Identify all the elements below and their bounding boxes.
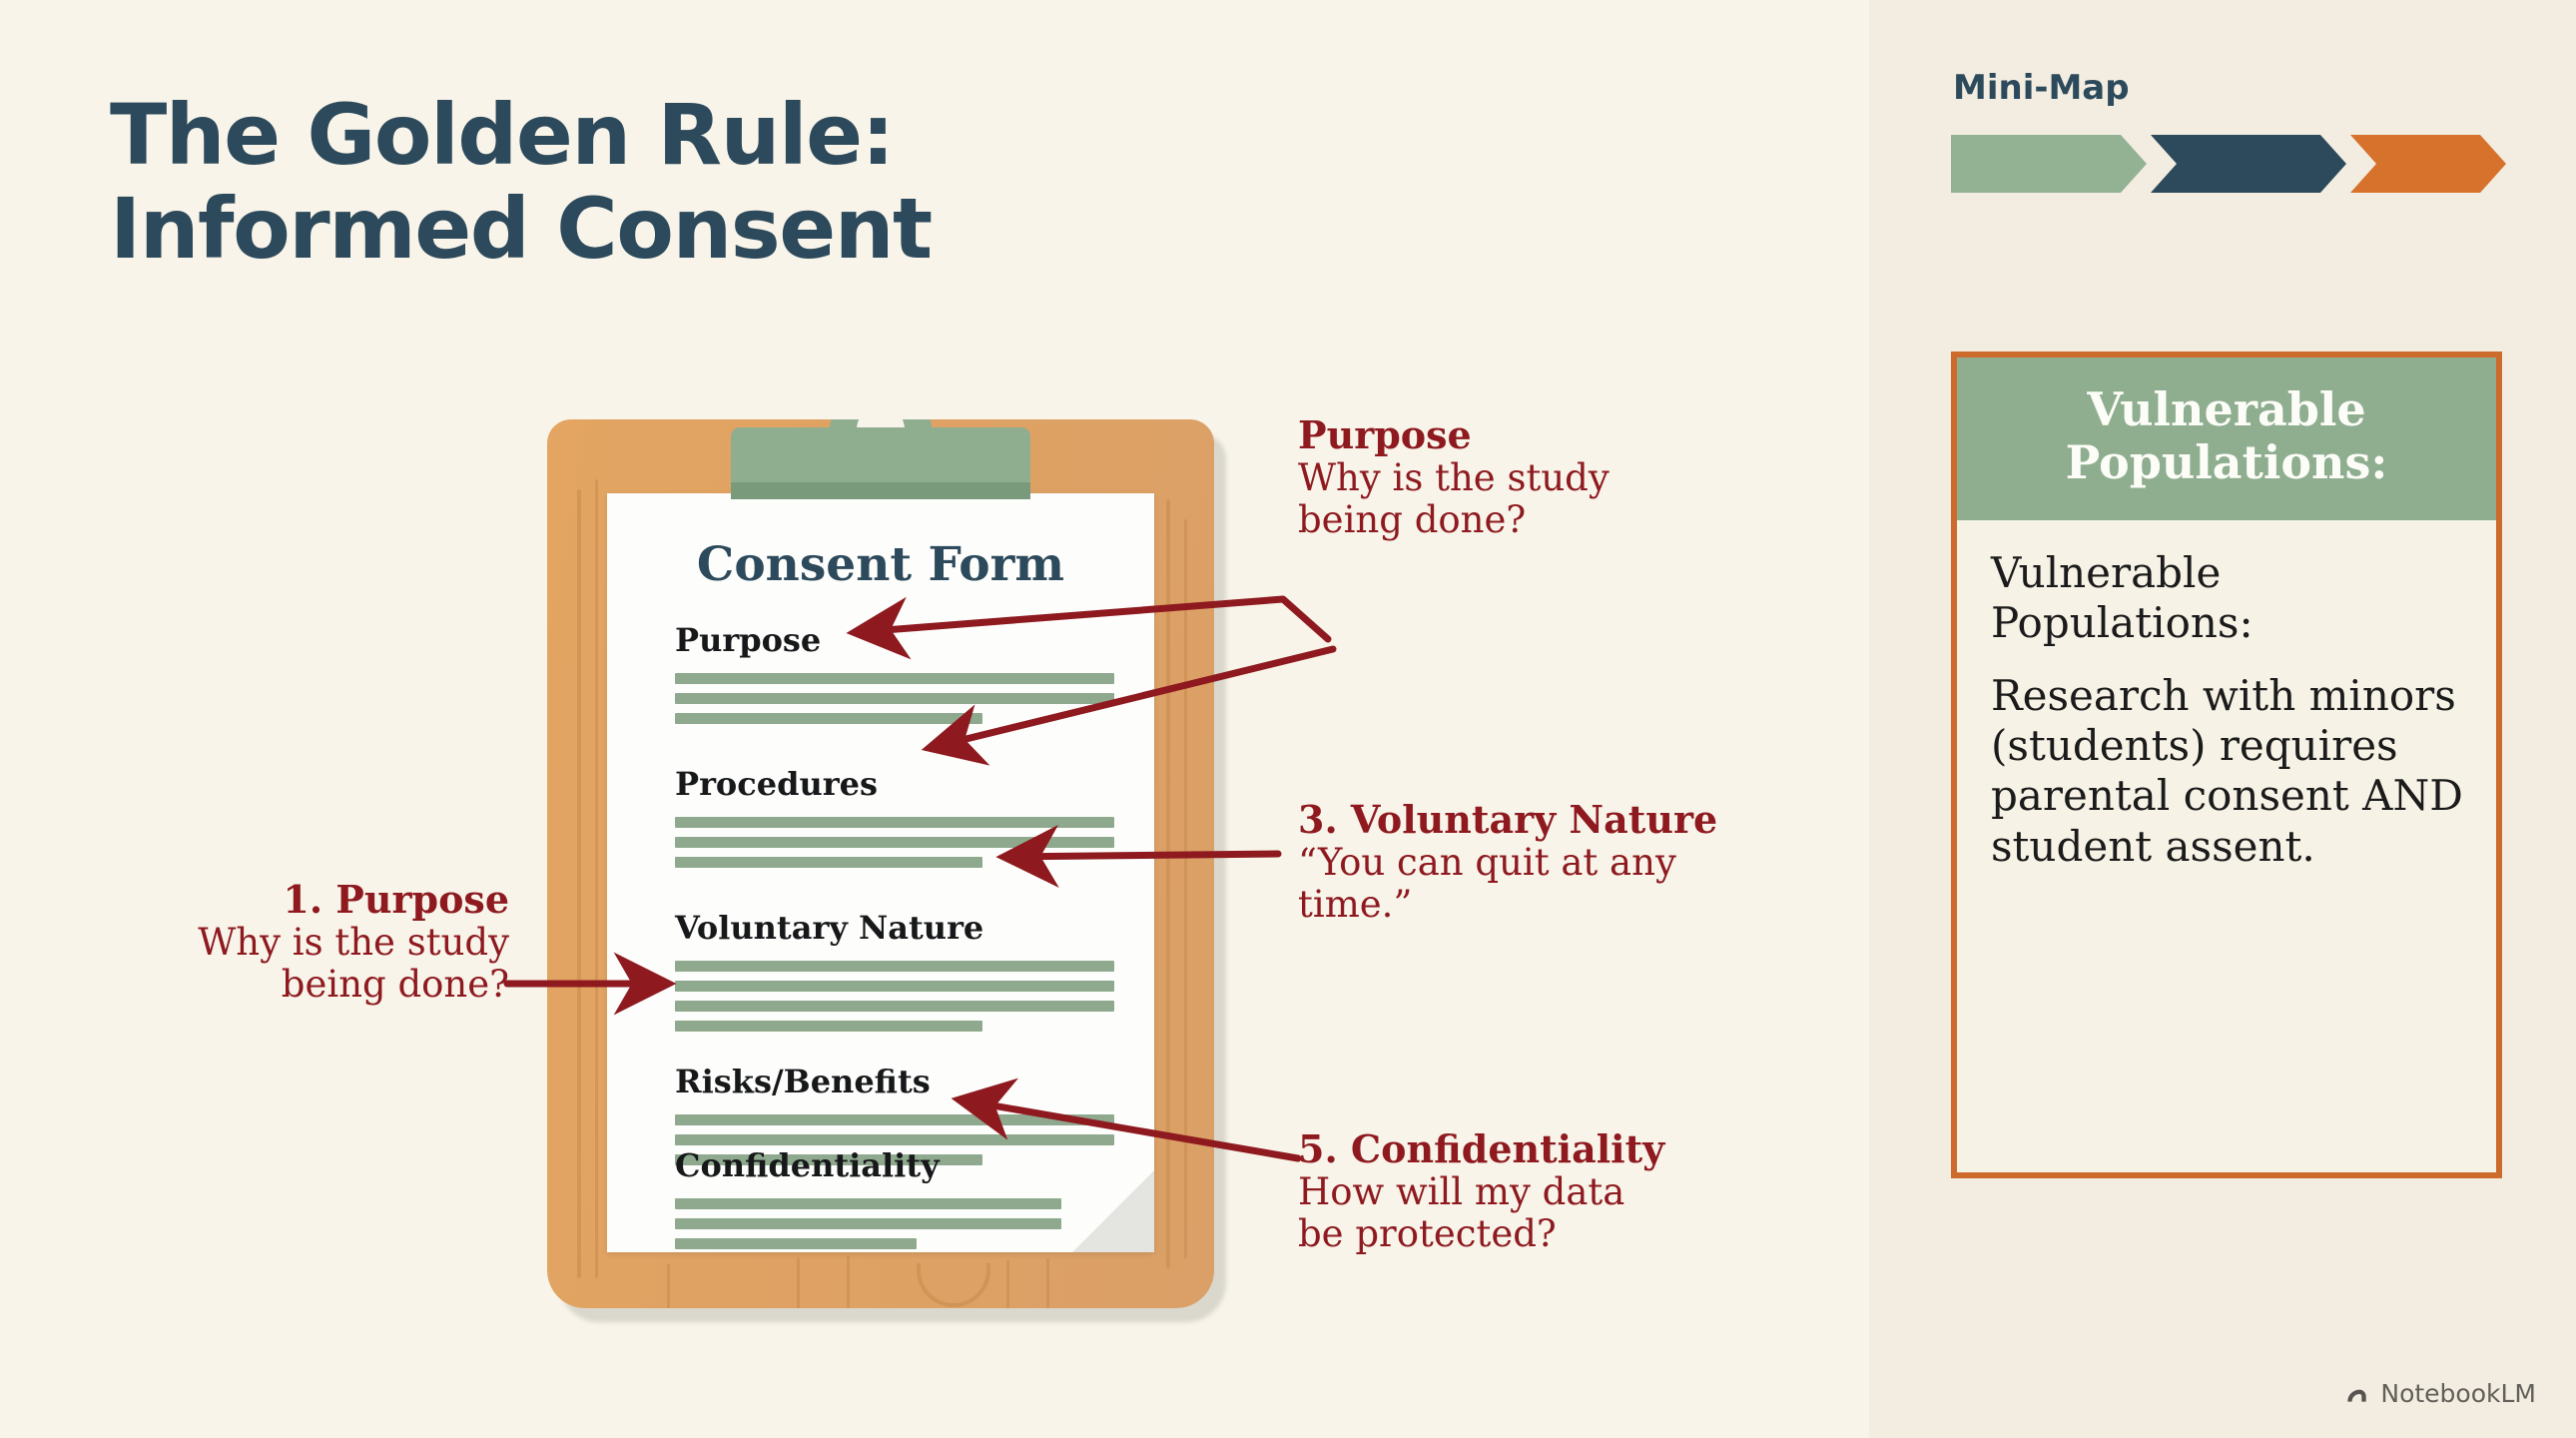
- clipboard-board: Consent Form Purpose Procedures: [547, 419, 1214, 1308]
- text-rule: [675, 693, 1114, 704]
- callout-title: 3. Voluntary Nature: [1298, 797, 1718, 842]
- wood-grain-line: [1046, 1258, 1049, 1308]
- text-rule: [675, 673, 1114, 684]
- clip-foot: [731, 482, 1030, 499]
- callout-title: Purpose: [1298, 412, 1472, 457]
- callout-body: Why is the study being done?: [1298, 455, 1610, 542]
- callout-body: How will my data be protected?: [1298, 1169, 1625, 1256]
- card-header: Vulnerable Populations:: [1957, 358, 2496, 520]
- text-rule: [675, 1114, 1114, 1125]
- wood-grain-line: [847, 1256, 850, 1308]
- form-section-purpose: Purpose: [675, 621, 1114, 733]
- minimap-segment-1[interactable]: [1951, 135, 2147, 193]
- section-heading: Voluntary Nature: [675, 909, 984, 947]
- text-rule: [675, 1021, 982, 1032]
- clipboard-illustration: Consent Form Purpose Procedures: [547, 419, 1226, 1322]
- text-rule: [675, 1134, 1114, 1145]
- text-rule: [675, 981, 1114, 992]
- callout-voluntary-nature: 3. Voluntary Nature “You can quit at any…: [1298, 797, 1797, 927]
- text-rule: [675, 1154, 982, 1165]
- watermark-label: NotebookLM: [2380, 1379, 2536, 1408]
- text-rule: [675, 817, 1114, 828]
- section-heading: Purpose: [675, 621, 822, 659]
- minimap: [1951, 135, 2506, 193]
- form-section-confidentiality: Confidentiality: [675, 1146, 1114, 1258]
- notebooklm-watermark: NotebookLM: [2344, 1379, 2536, 1408]
- wood-grain-line: [577, 489, 581, 1278]
- card-paragraph: Vulnerable Populations:: [1991, 547, 2254, 648]
- wood-grain-line: [797, 1258, 800, 1308]
- clip-body: [731, 427, 1030, 499]
- main-stage: The Golden Rule: Informed Consent Consen…: [60, 86, 1797, 1322]
- callout-purpose: Purpose Why is the study being done?: [1298, 412, 1727, 542]
- text-rule: [675, 1218, 1062, 1229]
- text-rule: [675, 961, 1114, 972]
- card-body: Vulnerable Populations: Research with mi…: [1957, 520, 2496, 872]
- text-rule: [675, 837, 1114, 848]
- section-heading: Confidentiality: [675, 1146, 940, 1184]
- text-rule: [675, 857, 982, 868]
- minimap-segment-3[interactable]: [2350, 135, 2506, 193]
- clipboard-clip: [731, 419, 1030, 499]
- page-title: The Golden Rule: Informed Consent: [110, 86, 933, 279]
- wood-grain-line: [1006, 1260, 1009, 1308]
- form-section-procedures: Procedures: [675, 765, 1114, 877]
- callout-body: “You can quit at any time.”: [1298, 840, 1676, 927]
- section-heading: Procedures: [675, 765, 878, 803]
- notebooklm-icon: [2347, 1389, 2367, 1402]
- text-rule: [675, 1198, 1062, 1209]
- vulnerable-populations-card: Vulnerable Populations: Vulnerable Popul…: [1951, 352, 2502, 1178]
- minimap-label: Mini-Map: [1953, 68, 2130, 108]
- text-rule: [675, 1238, 917, 1249]
- section-heading: Risks/Benefits: [675, 1063, 931, 1100]
- wood-grain-line: [667, 1264, 670, 1308]
- callout-confidentiality: 5. Confidentiality How will my data be p…: [1298, 1126, 1757, 1256]
- minimap-segment-2[interactable]: [2151, 135, 2346, 193]
- wood-grain-line: [1184, 519, 1187, 1258]
- wood-grain-line: [595, 479, 598, 1278]
- form-section-risks-benefits: Risks/Benefits: [675, 1063, 1114, 1174]
- form-section-voluntary-nature: Voluntary Nature: [675, 909, 1114, 1041]
- wood-grain-knot: [917, 1263, 990, 1307]
- card-paragraph: Research with minors (students) requires…: [1991, 670, 2463, 871]
- callout-purpose-left: 1. Purpose Why is the study being done?: [60, 877, 509, 1007]
- wood-grain-line: [1166, 499, 1170, 1268]
- paper-fold-corner: [1072, 1170, 1154, 1252]
- callout-title: 1. Purpose: [283, 877, 509, 922]
- text-rule: [675, 1001, 1114, 1012]
- consent-form-paper: Consent Form Purpose Procedures: [607, 493, 1154, 1252]
- text-rule: [675, 713, 982, 724]
- callout-title: 5. Confidentiality: [1298, 1126, 1665, 1171]
- callout-body: Why is the study being done?: [198, 920, 509, 1007]
- consent-form-title: Consent Form: [696, 537, 1065, 592]
